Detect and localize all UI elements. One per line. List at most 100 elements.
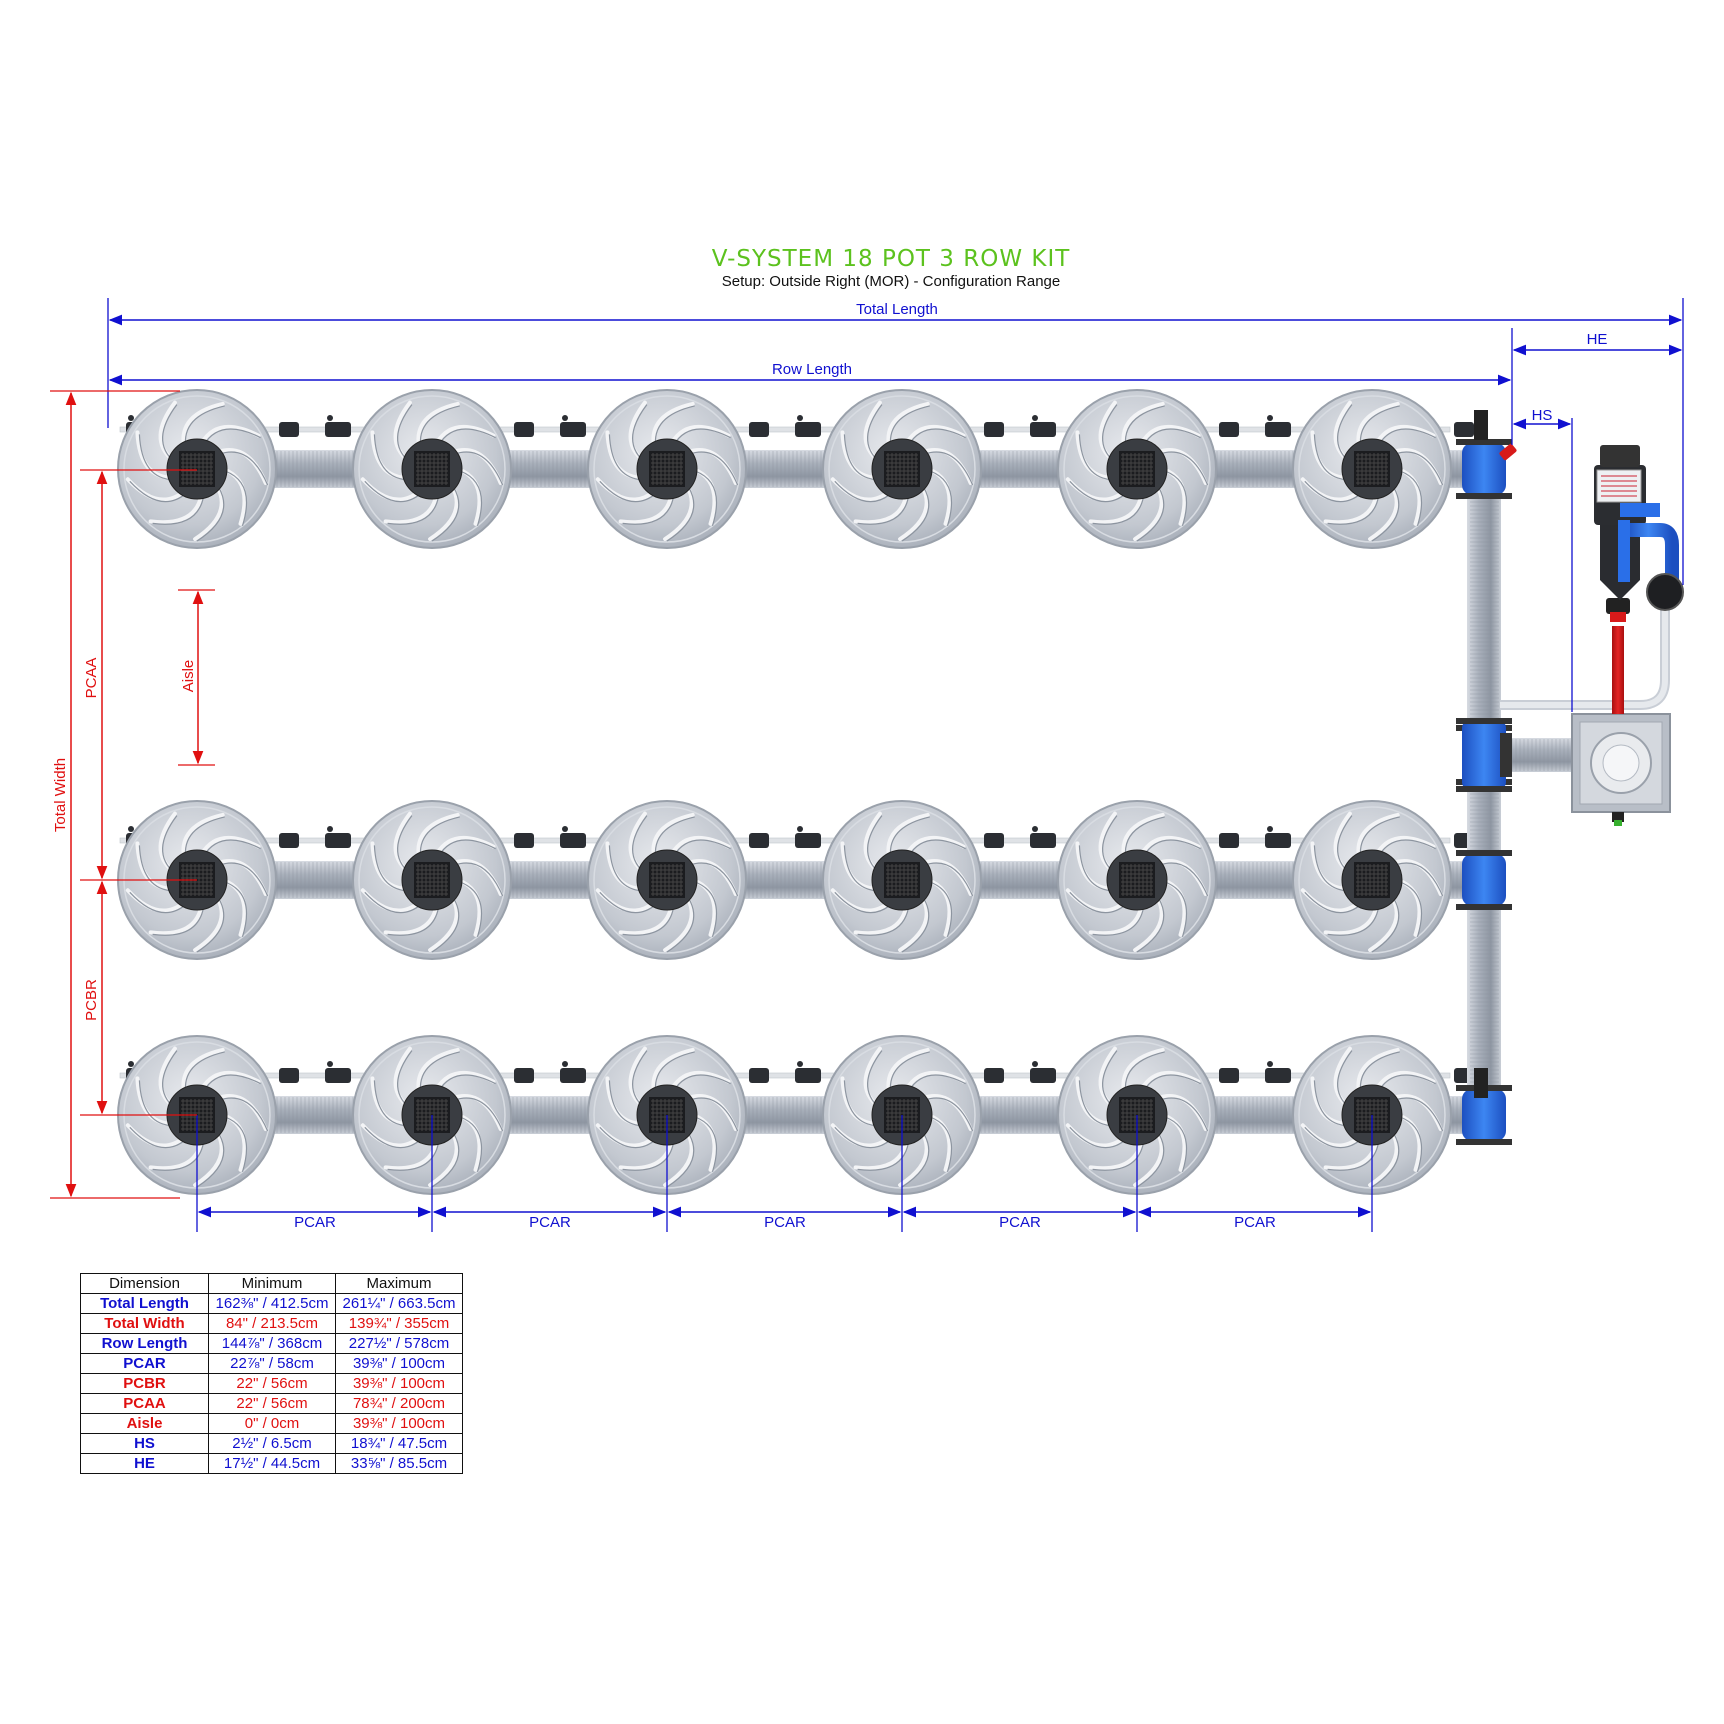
- fitting: [1265, 1068, 1291, 1083]
- fitting-cap: [1267, 826, 1273, 832]
- pot-swirl-shadow: [1399, 1116, 1423, 1172]
- pot-swirl-shadow: [196, 898, 225, 953]
- fitting: [325, 833, 351, 848]
- pot-swirl-shadow: [224, 1116, 248, 1172]
- pot-swirl-shadow: [834, 480, 892, 503]
- table-cell-min: 17½" / 44.5cm: [208, 1453, 336, 1474]
- pot-swirl: [618, 903, 674, 936]
- pot-swirl: [1088, 1138, 1144, 1171]
- pot-swirl-shadow: [901, 898, 930, 953]
- table-header: Dimension: [80, 1273, 209, 1294]
- pot-swirl-shadow: [364, 891, 422, 914]
- pot-swirl: [691, 1113, 717, 1172]
- pot-swirl-shadow: [196, 1133, 225, 1188]
- pot-swirl-shadow: [923, 1097, 974, 1132]
- pot-grate: [414, 862, 450, 898]
- pot-icon: [587, 389, 747, 549]
- pot-swirl-shadow: [1304, 480, 1362, 503]
- pot-swirl-shadow: [1092, 907, 1145, 936]
- pot-swirl-shadow: [152, 496, 205, 525]
- pot-swirl: [886, 812, 930, 860]
- table-cell-max: 227½" / 578cm: [335, 1333, 463, 1354]
- table-cell-max: 78¾" / 200cm: [335, 1393, 463, 1414]
- fitting: [1030, 422, 1056, 437]
- fitting-cap: [1032, 826, 1038, 832]
- pot-swirl-shadow: [1164, 881, 1188, 937]
- pot-swirl: [1139, 836, 1201, 857]
- pot-swirl: [1356, 1047, 1400, 1095]
- fitting: [1265, 422, 1291, 437]
- table-cell-dimension: Row Length: [80, 1333, 209, 1354]
- riser: [1474, 410, 1488, 440]
- pot-swirl: [221, 1113, 247, 1172]
- pot-rim: [593, 395, 741, 543]
- pot-swirl: [383, 492, 439, 525]
- pot-icon: [1057, 389, 1217, 549]
- pot-icon: [1292, 389, 1452, 549]
- pot-swirl: [1368, 894, 1399, 952]
- clamp: [1456, 786, 1512, 792]
- table-cell-dimension: PCAA: [80, 1393, 209, 1414]
- pot-icon: [352, 800, 512, 960]
- pot-swirl: [1323, 492, 1379, 525]
- table-cell-dimension: Total Length: [80, 1293, 209, 1314]
- pot-swirl: [1396, 878, 1422, 937]
- fitting: [749, 422, 769, 437]
- pot-swirl: [148, 1138, 204, 1171]
- pcaa-label: PCAA: [83, 658, 100, 699]
- pot-swirl: [1088, 492, 1144, 525]
- pot-swirl: [181, 401, 225, 449]
- pot-swirl: [651, 401, 695, 449]
- pot-swirl: [1356, 401, 1400, 449]
- pot-swirl: [221, 467, 247, 526]
- pot-grate: [649, 451, 685, 487]
- table-cell-max: 18¾" / 47.5cm: [335, 1433, 463, 1454]
- pot-swirl: [1121, 812, 1165, 860]
- pot-swirl-shadow: [1327, 907, 1380, 936]
- fitting: [279, 422, 299, 437]
- fitting: [325, 1068, 351, 1083]
- fitting-cap: [797, 826, 803, 832]
- pot-swirl: [853, 492, 909, 525]
- pot-swirl: [199, 425, 261, 446]
- pot-swirl: [898, 1129, 929, 1187]
- fitting-cap: [797, 415, 803, 421]
- table-cell-min: 22" / 56cm: [208, 1373, 336, 1394]
- aisle-label: Aisle: [180, 660, 197, 693]
- total-width-label: Total Width: [52, 758, 69, 832]
- pot-swirl: [853, 1138, 909, 1171]
- pot-swirl-shadow: [387, 1142, 440, 1171]
- pot-swirl: [1323, 1138, 1379, 1171]
- pot-swirl: [193, 483, 224, 541]
- table-cell-dimension: PCBR: [80, 1373, 209, 1394]
- table-cell-min: 2½" / 6.5cm: [208, 1433, 336, 1454]
- clamp: [1456, 904, 1512, 910]
- pot-swirl: [428, 894, 459, 952]
- fitting: [984, 422, 1004, 437]
- pot-swirl-shadow: [459, 470, 483, 526]
- pot-swirl: [926, 878, 952, 937]
- pot-swirl: [428, 1129, 459, 1187]
- pot-swirl: [181, 812, 225, 860]
- pot-rim: [1298, 806, 1446, 954]
- table-cell-dimension: HE: [80, 1453, 209, 1474]
- pot-swirl-shadow: [1164, 470, 1188, 526]
- pot-swirl: [926, 1113, 952, 1172]
- pot-swirl-shadow: [453, 451, 504, 486]
- pot-rim: [358, 395, 506, 543]
- pot-rim: [1298, 395, 1446, 543]
- pot-swirl-shadow: [1399, 470, 1423, 526]
- fitting-cap: [128, 1061, 134, 1067]
- row-length-label: Row Length: [772, 361, 852, 378]
- fitting-cap: [128, 826, 134, 832]
- pot-rim: [1063, 395, 1211, 543]
- pot-swirl-shadow: [129, 480, 187, 503]
- pot-swirl-shadow: [387, 496, 440, 525]
- pot-swirl: [853, 903, 909, 936]
- fitting: [279, 833, 299, 848]
- pot-swirl: [904, 836, 966, 857]
